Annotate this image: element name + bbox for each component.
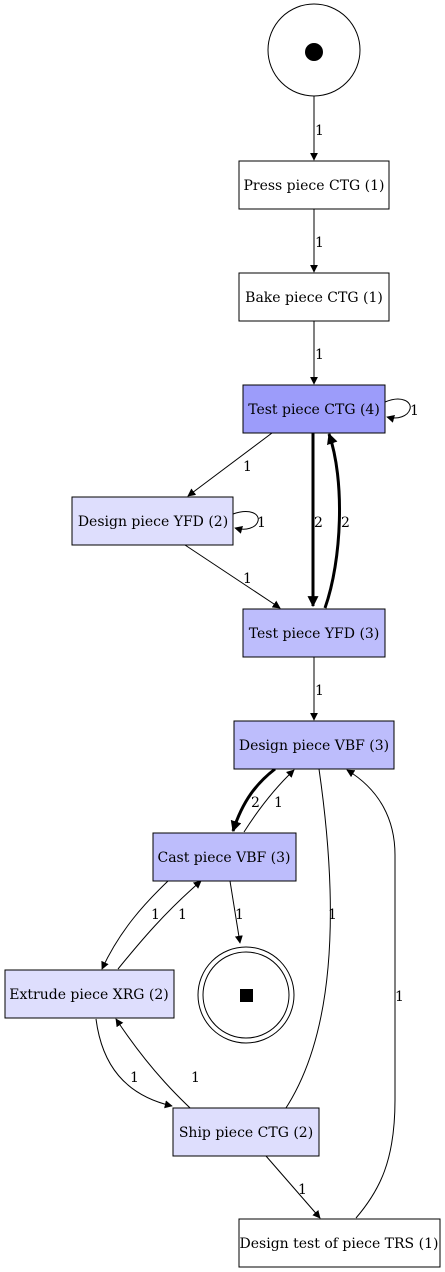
node-ship-piece-ctg[interactable]: Ship piece CTG (2) [172, 1107, 320, 1157]
node-design-piece-vbf[interactable]: Design piece VBF (3) [233, 720, 395, 770]
node-extrude-piece-xrg[interactable]: Extrude piece XRG (2) [4, 969, 175, 1019]
node-test-piece-ctg-box [242, 384, 386, 434]
edge-label-test-yfd-to-test-ctg: 2 [341, 515, 350, 531]
edge-design-yfd-self-loop [232, 511, 259, 534]
edge-cast-vbf-to-extrude-xrg [101, 880, 169, 970]
edge-label-test-ctg-self: 1 [410, 403, 419, 419]
node-design-piece-yfd-box [71, 496, 234, 546]
node-extrude-piece-xrg-label: Extrude piece XRG (2) [9, 987, 168, 1003]
node-test-piece-yfd-box [242, 608, 386, 658]
edge-cast-vbf-to-design-vbf [243, 769, 295, 833]
node-test-piece-ctg[interactable]: Test piece CTG (4) [242, 384, 386, 434]
edge-test-ctg-to-design-yfd [187, 432, 273, 497]
edge-design-test-trs-to-design-vbf [346, 769, 396, 1219]
start-token-icon [305, 43, 323, 61]
node-test-piece-yfd-label: Test piece YFD (3) [249, 626, 380, 642]
start-place [267, 3, 361, 97]
node-cast-piece-vbf-box [152, 832, 297, 882]
edges-layer [95, 96, 411, 1219]
node-design-piece-vbf-box [233, 720, 395, 770]
edge-extrude-xrg-to-cast-vbf [117, 880, 202, 970]
node-bake-piece-ctg-label: Bake piece CTG (1) [245, 290, 383, 306]
edge-label-cast-vbf-to-design-vbf: 1 [274, 795, 283, 811]
node-bake-piece-ctg[interactable]: Bake piece CTG (1) [238, 272, 390, 322]
edge-extrude-xrg-to-ship-ctg [95, 1018, 173, 1109]
edge-label-cast-vbf-to-end: 1 [235, 907, 244, 923]
node-test-piece-yfd[interactable]: Test piece YFD (3) [242, 608, 386, 658]
edge-design-vbf-to-ship-ctg [271, 768, 331, 1128]
node-design-test-of-piece-trs[interactable]: Design test of piece TRS (1) [238, 1218, 441, 1268]
edge-label-design-yfd-to-test-yfd: 1 [243, 571, 252, 587]
edge-label-ship-ctg-to-extrude-xrg: 1 [191, 1070, 200, 1086]
edge-cast-vbf-to-end [229, 880, 243, 944]
node-ship-piece-ctg-label: Ship piece CTG (2) [179, 1125, 313, 1141]
edge-label-test-ctg-to-test-yfd: 2 [314, 515, 323, 531]
edge-label-test-yfd-to-design-vbf: 1 [315, 683, 324, 699]
node-design-piece-vbf-label: Design piece VBF (3) [239, 738, 389, 754]
node-press-piece-ctg-box [238, 160, 390, 210]
edge-test-ctg-self-loop [384, 398, 411, 423]
edge-ship-ctg-to-design-test-trs [265, 1155, 321, 1219]
node-ship-piece-ctg-box [172, 1107, 320, 1157]
edge-label-extrude-xrg-to-cast-vbf: 1 [178, 907, 187, 923]
edge-labels-layer: 1 1 1 1 1 1 2 2 1 1 2 1 1 1 1 1 1 1 1 1 [130, 123, 419, 1198]
edge-label-design-yfd-self: 1 [257, 515, 266, 531]
node-bake-piece-ctg-box [238, 272, 390, 322]
node-extrude-piece-xrg-box [4, 969, 175, 1019]
edge-test-yfd-to-test-ctg [323, 432, 341, 609]
node-cast-piece-vbf[interactable]: Cast piece VBF (3) [152, 832, 297, 882]
end-place [197, 946, 295, 1044]
node-design-piece-yfd[interactable]: Design piece YFD (2) [71, 496, 234, 546]
node-design-piece-yfd-label: Design piece YFD (2) [78, 514, 228, 530]
node-press-piece-ctg[interactable]: Press piece CTG (1) [238, 160, 390, 210]
edge-label-cast-vbf-to-extrude-xrg: 1 [151, 907, 160, 923]
edge-label-extrude-xrg-to-ship-ctg: 1 [130, 1070, 139, 1086]
edge-label-ship-ctg-to-design-test-trs: 1 [298, 1182, 307, 1198]
edge-label-press-to-bake: 1 [315, 235, 324, 251]
edge-label-design-vbf-to-ship-ctg: 1 [328, 907, 337, 923]
edge-label-start-to-press: 1 [315, 123, 324, 139]
edge-design-vbf-to-cast-vbf [230, 767, 276, 833]
edge-label-design-test-trs-to-design-vbf: 1 [395, 989, 404, 1005]
node-cast-piece-vbf-label: Cast piece VBF (3) [157, 850, 290, 866]
edge-label-test-ctg-to-design-yfd: 1 [243, 459, 252, 475]
node-design-test-of-piece-trs-box [238, 1218, 441, 1268]
node-press-piece-ctg-label: Press piece CTG (1) [243, 178, 384, 194]
node-design-test-of-piece-trs-label: Design test of piece TRS (1) [240, 1236, 439, 1252]
edge-label-design-vbf-to-cast-vbf: 2 [251, 795, 260, 811]
edge-label-bake-to-test-ctg: 1 [315, 347, 324, 363]
node-test-piece-ctg-label: Test piece CTG (4) [248, 402, 380, 418]
end-stop-icon [240, 989, 253, 1002]
edge-design-yfd-to-test-yfd [184, 544, 281, 609]
